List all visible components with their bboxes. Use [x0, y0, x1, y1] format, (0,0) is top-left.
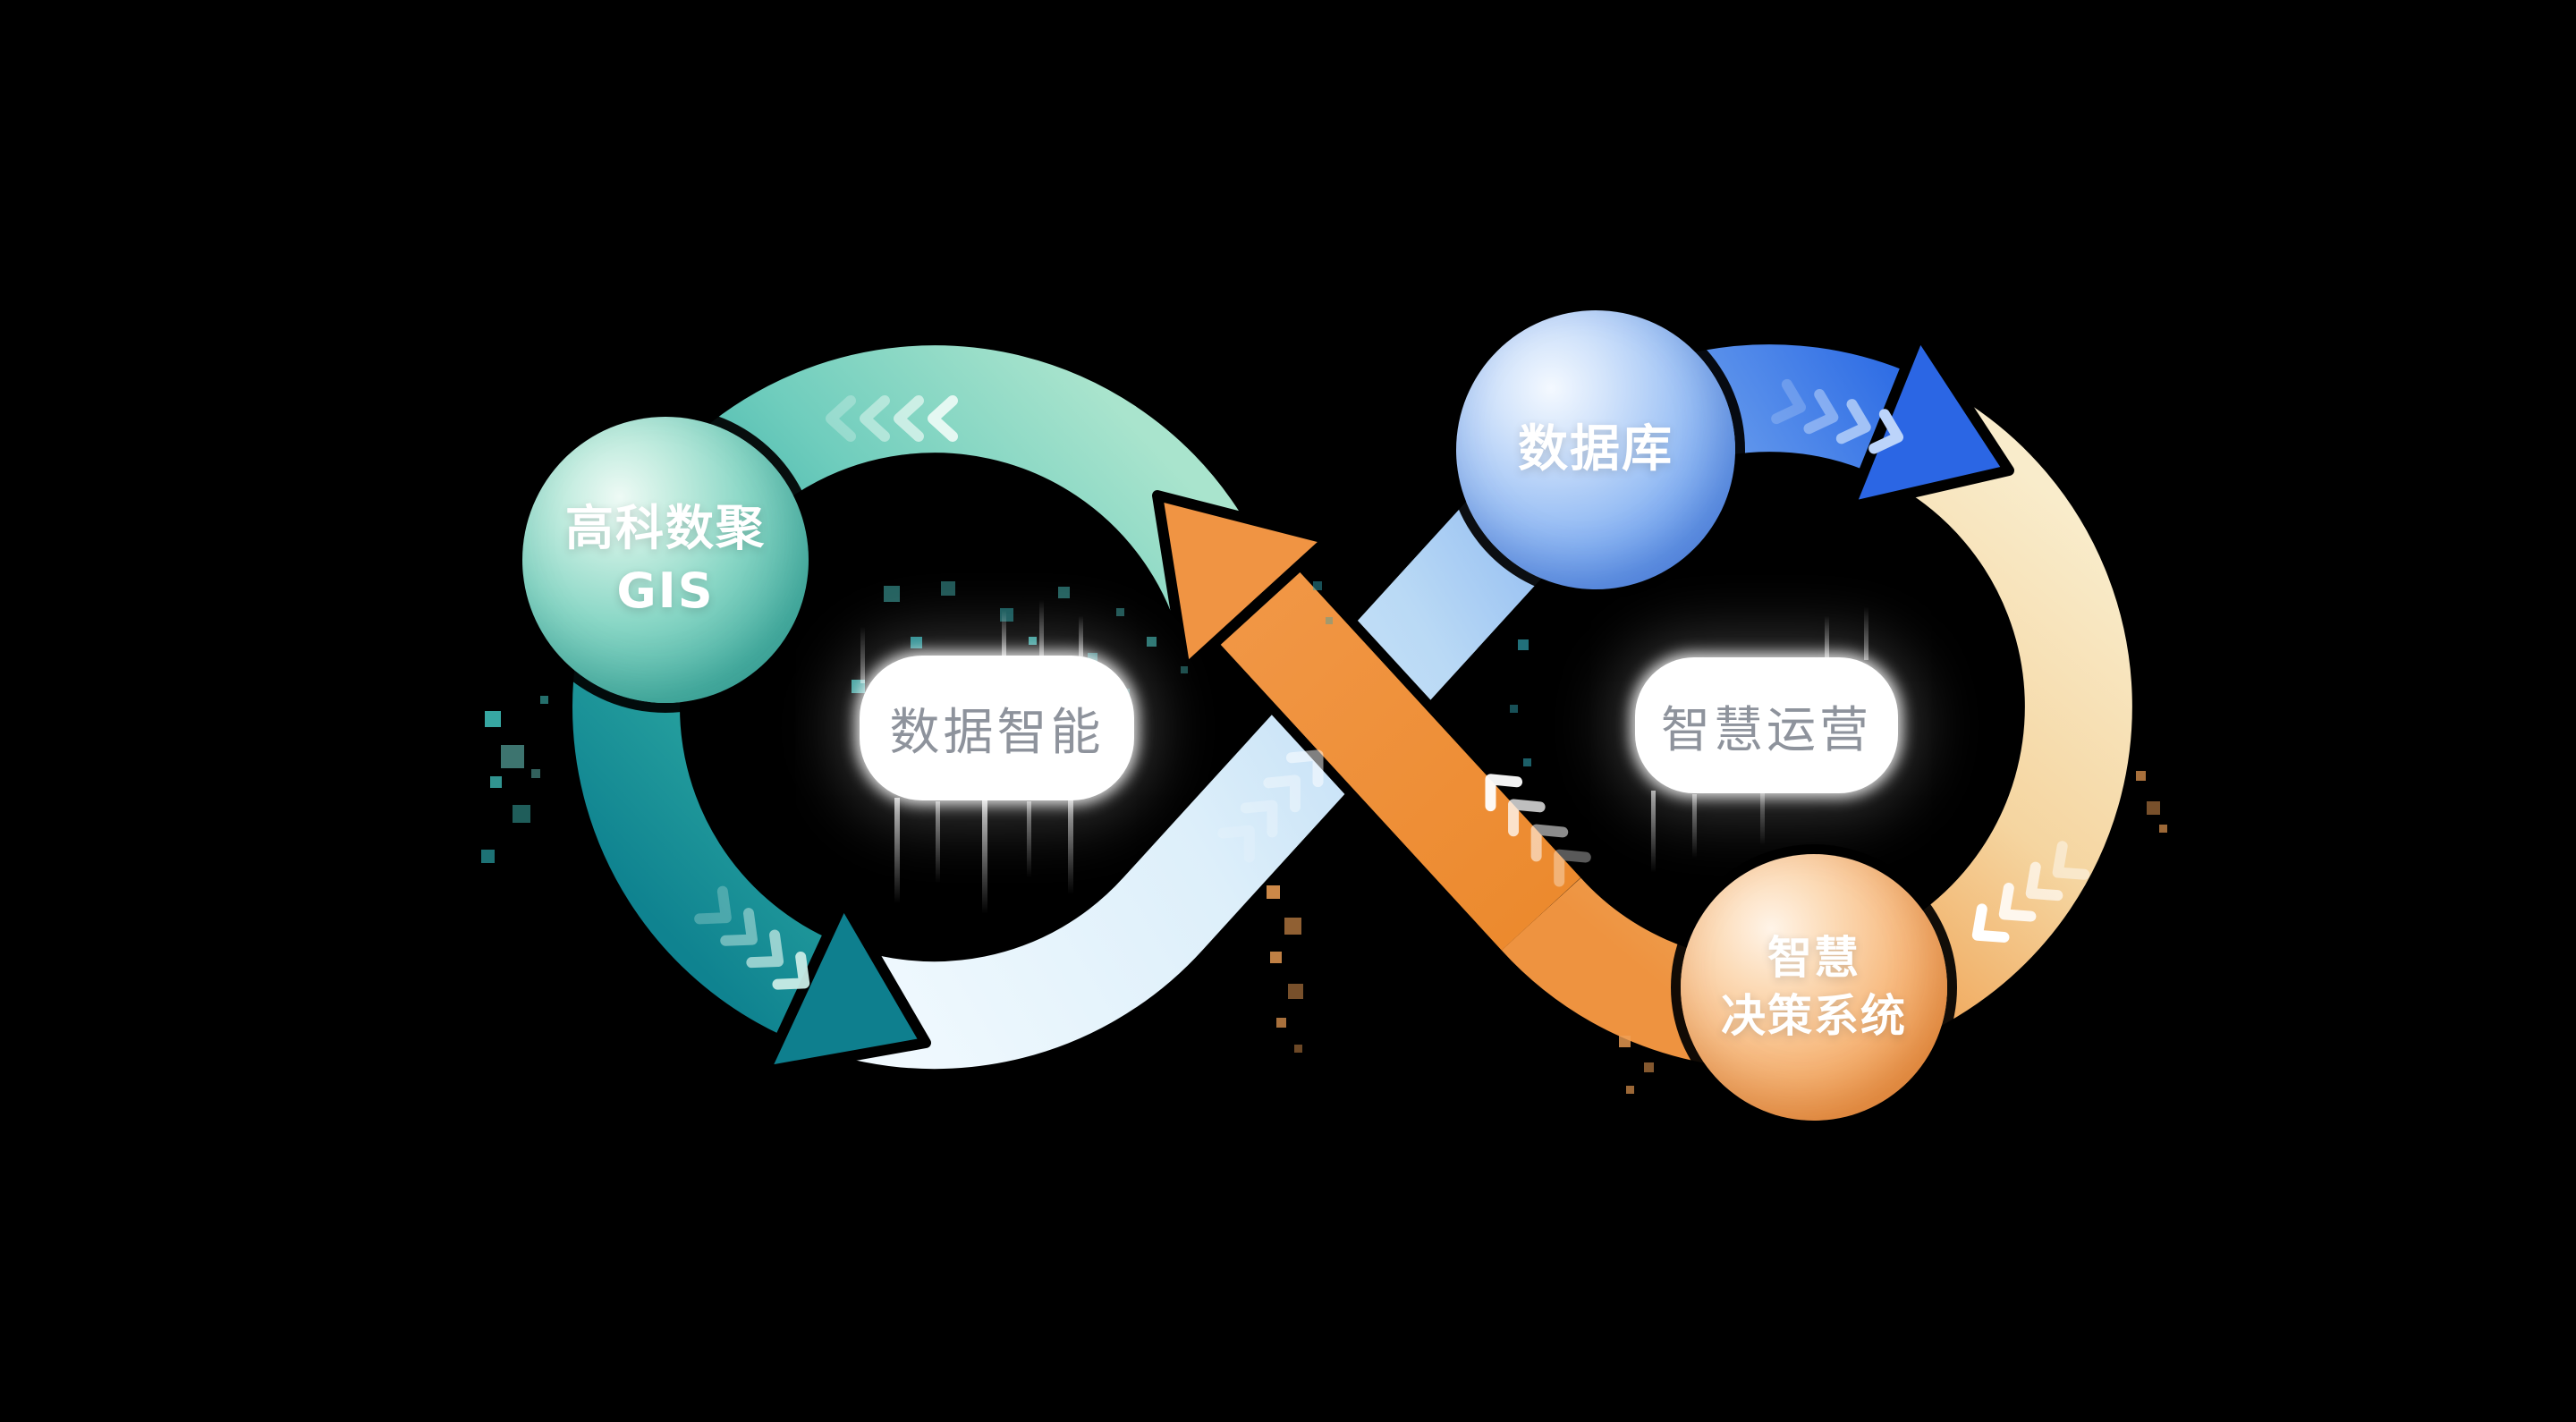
dust-particles [481, 581, 2167, 1094]
node-database-label: 数据库 [1518, 419, 1674, 478]
node-gis-sphere: 高科数聚 GIS [522, 417, 809, 703]
orange-arrowhead [1152, 490, 1334, 675]
label-data-intelligence: 数据智能 [860, 656, 1134, 800]
orange-cross-arrow [1216, 568, 1581, 951]
crossing-light-band [781, 344, 1905, 1070]
node-gis-label-line1: 高科数聚 [565, 499, 766, 556]
node-decision-sphere: 智慧 决策系统 [1681, 854, 1947, 1121]
light-streaks [860, 599, 1868, 914]
node-decision-label-line1: 智慧 [1767, 932, 1860, 984]
node-gis-label-line2: GIS [616, 563, 715, 619]
node-decision-label-line2: 决策系统 [1721, 990, 1907, 1042]
node-database-sphere: 数据库 [1456, 310, 1735, 589]
label-smart-operations: 智慧运营 [1635, 657, 1898, 793]
